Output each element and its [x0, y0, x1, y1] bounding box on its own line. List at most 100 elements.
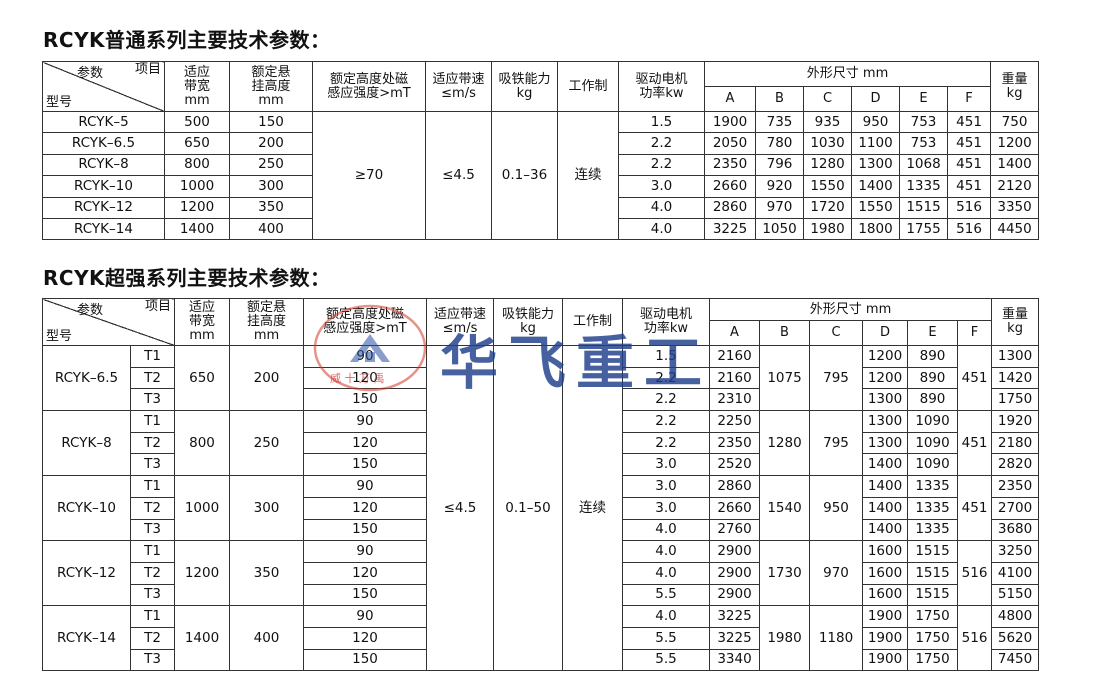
- dim-c-cell: 795: [809, 410, 863, 477]
- dim-f-cell: 451: [946, 132, 992, 155]
- dim-d-cell: 1550: [851, 196, 900, 219]
- ability-cell: 0.1–36: [491, 110, 558, 241]
- dim-b-cell: 1730: [759, 540, 810, 607]
- dim-e-cell: 1090: [907, 453, 958, 477]
- height-cell: 300: [229, 175, 313, 198]
- dim-a-cell: 2160: [709, 366, 760, 390]
- dim-b-cell: 1075: [759, 344, 810, 412]
- field-cell: 90: [303, 345, 427, 368]
- header-speed: 适应带速 ≤m/s: [426, 298, 494, 346]
- dim-a-cell: 2350: [709, 431, 760, 455]
- dim-a-cell: 2050: [704, 132, 756, 155]
- weight-cell: 5150: [991, 583, 1040, 607]
- dim-c-cell: 950: [809, 475, 863, 542]
- dim-e-cell: 1515: [907, 561, 958, 585]
- dim-b-cell: 735: [755, 110, 804, 134]
- dim-d-cell: 1400: [862, 496, 908, 520]
- dim-e-cell: 1750: [907, 648, 958, 672]
- dim-d-cell: 1600: [862, 561, 908, 585]
- width-cell: 800: [174, 410, 230, 477]
- dim-e-cell: 890: [907, 366, 958, 390]
- dim-f-cell: 451: [946, 110, 992, 134]
- dim-c-cell: 1280: [803, 153, 852, 177]
- dim-d-cell: 1300: [851, 153, 900, 177]
- width-cell: 1000: [164, 175, 230, 198]
- height-cell: 250: [229, 153, 313, 177]
- header-dim-b: B: [755, 86, 804, 112]
- header-dim-c: C: [809, 320, 863, 346]
- power-cell: 2.2: [618, 153, 705, 177]
- power-cell: 4.0: [622, 540, 710, 563]
- dim-e-cell: 753: [899, 132, 948, 155]
- header-dim-e: E: [907, 320, 958, 346]
- field-cell: 150: [303, 518, 427, 542]
- power-cell: 1.5: [618, 110, 705, 134]
- type-cell: T2: [130, 431, 175, 455]
- speed-cell: ≤4.5: [425, 110, 492, 241]
- header-dims: 外形尺寸 mm: [703, 61, 992, 87]
- field-cell: 120: [303, 431, 427, 455]
- header-dim-e: E: [899, 86, 948, 112]
- header-field: 额定高度处磁 感应强度>mT: [312, 61, 426, 112]
- power-cell: 4.0: [618, 196, 705, 219]
- dim-e-cell: 1515: [899, 196, 948, 219]
- type-cell: T1: [130, 605, 175, 628]
- dim-f-cell: 516: [946, 217, 992, 241]
- power-cell: 3.0: [622, 496, 710, 520]
- dim-f-cell: 516: [946, 196, 992, 219]
- header-dims: 外形尺寸 mm: [708, 298, 993, 321]
- header-ability: 吸铁能力 kg: [493, 298, 563, 346]
- power-cell: 4.0: [622, 605, 710, 628]
- height-cell: 350: [229, 196, 313, 219]
- weight-cell: 1920: [991, 410, 1040, 433]
- header-height: 额定悬 挂高度 mm: [229, 61, 313, 112]
- type-cell: T2: [130, 496, 175, 520]
- duty-cell: 连续: [562, 344, 623, 672]
- model-cell: RCYK–12: [42, 196, 165, 219]
- width-cell: 1000: [174, 475, 230, 542]
- dim-c-cell: 1030: [803, 132, 852, 155]
- dim-d-cell: 1300: [862, 431, 908, 455]
- height-cell: 200: [229, 132, 313, 155]
- width-cell: 800: [164, 153, 230, 177]
- power-cell: 2.2: [622, 410, 710, 433]
- header-param: 参数: [77, 66, 104, 81]
- dim-d-cell: 1300: [862, 388, 908, 412]
- header-dim-c: C: [803, 86, 852, 112]
- dim-f-cell: 451: [956, 410, 993, 477]
- model-cell: RCYK–14: [42, 605, 131, 672]
- dim-f-cell: 516: [956, 605, 993, 672]
- field-cell: ≥70: [312, 110, 426, 241]
- weight-cell: 1750: [991, 388, 1040, 412]
- dim-d-cell: 1400: [851, 175, 900, 198]
- dim-d-cell: 1900: [862, 605, 908, 628]
- dim-d-cell: 950: [851, 110, 900, 134]
- dim-e-cell: 1750: [907, 605, 958, 628]
- dim-d-cell: 1400: [862, 518, 908, 542]
- field-cell: 120: [303, 561, 427, 585]
- dim-d-cell: 1200: [862, 345, 908, 368]
- header-field: 额定高度处磁 感应强度>mT: [303, 298, 427, 346]
- weight-cell: 3350: [990, 196, 1040, 219]
- height-cell: 200: [229, 344, 304, 412]
- header-motor: 驱动电机 功率kw: [622, 298, 710, 346]
- weight-cell: 1400: [990, 153, 1040, 177]
- dim-e-cell: 1335: [907, 475, 958, 498]
- type-cell: T3: [130, 388, 175, 412]
- speed-cell: ≤4.5: [426, 344, 494, 672]
- power-cell: 3.0: [622, 453, 710, 477]
- header-dim-f: F: [946, 86, 992, 112]
- header-item: 项目: [144, 299, 171, 314]
- type-cell: T2: [130, 561, 175, 585]
- weight-cell: 750: [990, 110, 1040, 134]
- header-param-model: 项目 参数 型号: [42, 298, 175, 346]
- dim-f-cell: 451: [956, 344, 993, 412]
- width-cell: 500: [164, 110, 230, 134]
- dim-f-cell: 451: [946, 153, 992, 177]
